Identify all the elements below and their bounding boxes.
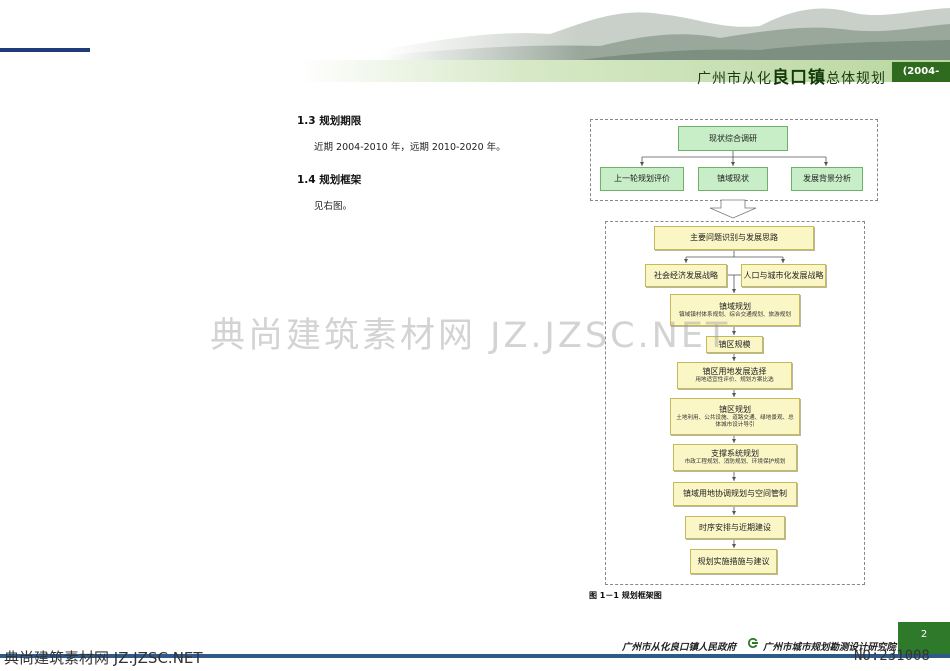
box-support-system: 支撑系统规划 市政工程规划、消防规划、环境保护规划 [673,444,797,471]
bottom-right-id: NO:231008 [854,648,930,664]
box-district-plan-label: 镇区规划 [719,404,751,414]
box-district-plan: 镇区规划 土地利用、公共设施、道路交通、绿地景观、总体城市设计导引 [670,398,800,435]
box-town-status: 镇域现状 [698,167,768,191]
figure-caption: 图 1－1 规划框架图 [589,591,662,600]
box-survey-label: 现状综合调研 [709,133,757,143]
box-land-coordination: 镇域用地协调规划与空间管制 [673,482,797,506]
header-accent-bar [0,48,90,52]
box-economic-strategy-label: 社会经济发展战略 [654,270,718,280]
bottom-left-watermark: 典尚建筑素材网 JZ.JZSC.NET [4,649,203,667]
page-header: 广州市从化良口镇总体规划 (2004-2020) [0,0,950,97]
plan-years-badge: (2004-2020) [892,62,950,97]
watermark-text: 典尚建筑素材网 JZ.JZSC.NET [210,316,731,356]
document-title: 广州市从化良口镇总体规划 [697,63,886,88]
section-heading-period: 1.3 规划期限 [297,115,362,127]
institute-logo-icon [748,638,758,648]
box-survey: 现状综合调研 [678,126,788,151]
box-land-selection-sub: 用地适宜性评价、规划方案比选 [695,377,774,383]
transition-arrow [709,199,757,219]
box-economic-strategy: 社会经济发展战略 [645,264,727,287]
box-support-system-label: 支撑系统规划 [711,449,759,458]
footer-rule [0,654,950,658]
box-previous-plan-label: 上一轮规划评价 [614,174,670,183]
box-land-selection: 镇区用地发展选择 用地适宜性评价、规划方案比选 [677,362,792,389]
box-main-issues: 主要问题识别与发展思路 [654,226,814,250]
header-band [300,60,950,82]
mountain-landscape-image [380,0,950,60]
box-land-coordination-label: 镇域用地协调规划与空间管制 [683,489,787,498]
section-body-period: 近期 2004-2010 年，远期 2010-2020 年。 [314,142,506,153]
title-prefix: 广州市从化 [697,71,772,87]
title-suffix: 总体规划 [826,71,886,87]
box-schedule: 时序安排与近期建设 [685,516,785,539]
page-number: 2 [898,622,950,654]
box-town-plan-label: 镇域规划 [719,301,751,311]
box-background: 发展背景分析 [791,167,863,191]
footer-left-org: 广州市从化良口镇人民政府 [622,642,737,653]
footer-right-org: 广州市城市规划勘测设计研究院 [763,642,897,653]
box-land-selection-label: 镇区用地发展选择 [702,367,767,376]
box-town-plan-sub: 镇域镇村体系规划、综合交通规划、旅游规划 [679,311,791,318]
box-support-system-sub: 市政工程规划、消防规划、环境保护规划 [684,459,786,465]
box-background-label: 发展背景分析 [803,174,851,183]
box-implementation: 规划实施措施与建议 [690,549,777,574]
planning-frame [605,221,865,585]
box-town-scale-label: 镇区规模 [718,339,751,349]
box-schedule-label: 时序安排与近期建设 [699,522,771,532]
title-brand: 良口镇 [772,68,826,88]
box-implementation-label: 规划实施措施与建议 [697,556,770,566]
section-body-framework: 见右图。 [314,201,353,212]
box-previous-plan: 上一轮规划评价 [600,167,684,191]
box-town-plan: 镇域规划 镇域镇村体系规划、综合交通规划、旅游规划 [670,294,800,326]
box-town-status-label: 镇域现状 [717,174,749,183]
section-heading-framework: 1.4 规划框架 [297,174,362,186]
box-district-plan-sub: 土地利用、公共设施、道路交通、绿地景观、总体城市设计导引 [676,414,794,428]
box-town-scale: 镇区规模 [706,336,763,353]
box-population-strategy: 人口与城市化发展战略 [741,264,826,287]
box-population-strategy-label: 人口与城市化发展战略 [743,270,824,280]
box-main-issues-label: 主要问题识别与发展思路 [690,233,778,242]
